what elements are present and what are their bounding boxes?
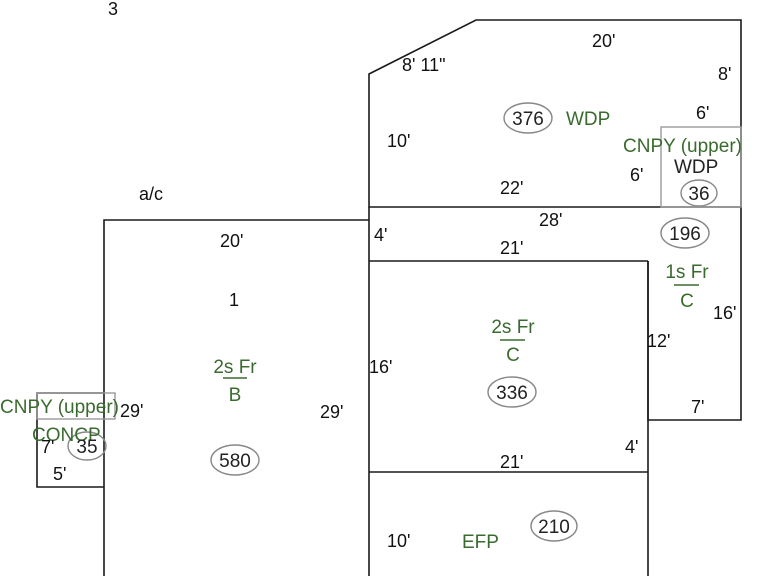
section-b-area-value: 580 [219, 451, 251, 472]
efp-left-dimension: 10' [387, 531, 410, 551]
wdp-area-value: 376 [512, 109, 544, 130]
section-c-area-oval [487, 376, 537, 408]
section-c-right-label-bottom: C [680, 291, 694, 312]
strip-left-dimension: 4' [374, 225, 387, 245]
concp-left-dimension: 7' [41, 437, 54, 457]
strip-bottom-dimension: 21' [500, 238, 523, 258]
page-number-label: 3 [108, 0, 118, 19]
section-b-number: 1 [229, 290, 239, 310]
section-b-area-oval [210, 444, 260, 476]
section-b-label-bottom: B [229, 385, 242, 406]
wdp-top-dimension: 20' [592, 31, 615, 51]
section-c-left-dimension: 16' [369, 357, 392, 377]
section-c-label-bottom: C [506, 345, 520, 366]
wdp-area-oval [503, 102, 553, 134]
right-bottom-dimension: 7' [691, 397, 704, 417]
canopy-right-box [660, 126, 742, 208]
efp-label: EFP [462, 532, 499, 553]
section-c-area-value: 336 [496, 383, 528, 404]
section-c-label-top: 2s Fr [491, 317, 535, 338]
right-side-dimension: 16' [713, 303, 736, 323]
section-b-right-dimension: 29' [320, 402, 343, 422]
section-c-right-dimension: 12' [647, 331, 670, 351]
wdp-outline [368, 19, 742, 208]
wdp-small-area-oval [680, 179, 718, 207]
strip-area-value: 196 [669, 224, 701, 245]
section-b-outline [103, 219, 369, 576]
efp-area-value: 210 [538, 517, 570, 538]
wdp-small-label: WDP [674, 157, 718, 178]
canopy-right-label: CNPY (upper) [623, 136, 742, 157]
wdp-small-top-dimension: 6' [696, 103, 709, 123]
ac-label: a/c [139, 184, 163, 204]
strip-area-oval [660, 217, 710, 249]
wdp-label: WDP [566, 109, 610, 130]
concp-area-value: 35 [76, 437, 97, 458]
canopy-left-box [36, 392, 116, 420]
wdp-chamfer-dimension: 8' 11" [402, 55, 446, 75]
section-c-bottom-dimension: 21' [500, 452, 523, 472]
concp-label: CONCP [32, 425, 101, 446]
section-c-right-label-top: 1s Fr [665, 262, 709, 283]
canopy-left-label: CNPY (upper) [0, 397, 119, 418]
wdp-left-dimension: 10' [387, 131, 410, 151]
strip-top-dimension: 28' [539, 210, 562, 230]
section-b-left-dimension: 29' [120, 401, 143, 421]
wdp-small-area-value: 36 [688, 184, 709, 205]
section-b-top-dimension: 20' [220, 231, 243, 251]
wdp-small-left-dimension: 6' [630, 165, 643, 185]
section-c-step-dimension: 4' [625, 437, 638, 457]
wdp-right-dimension: 8' [718, 64, 731, 84]
wdp-bottom-dimension: 22' [500, 178, 523, 198]
concp-area-oval [67, 431, 107, 461]
efp-area-oval [530, 510, 578, 542]
concp-bottom-dimension: 5' [53, 464, 66, 484]
section-b-label-top: 2s Fr [213, 357, 257, 378]
